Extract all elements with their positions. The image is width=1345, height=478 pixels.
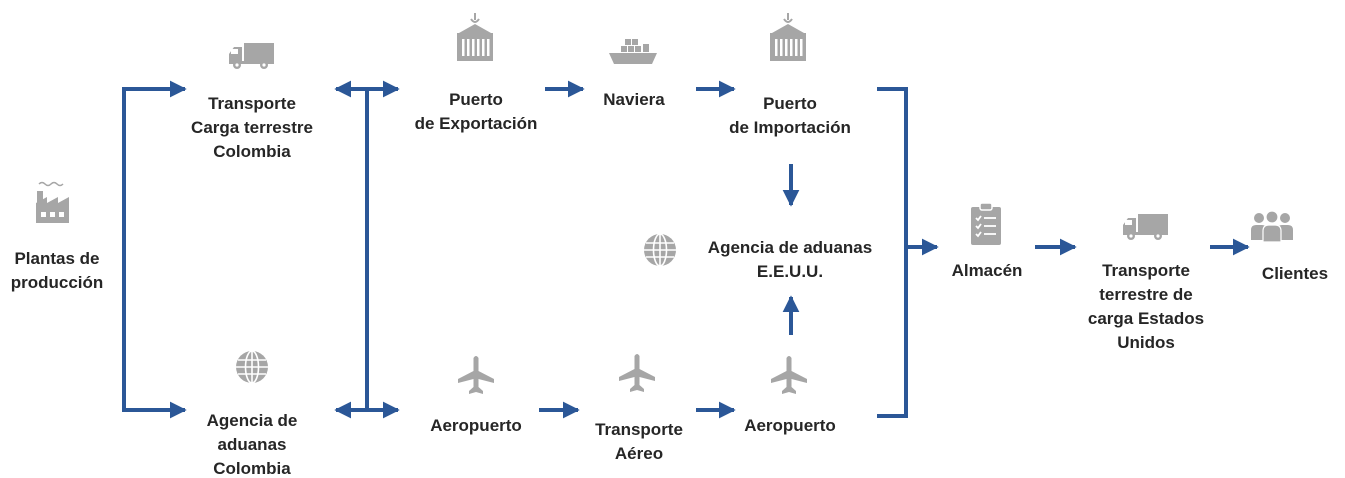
airplane-icon xyxy=(458,356,494,394)
connector-plants-to-transporte xyxy=(122,80,187,250)
label-line: terrestre de xyxy=(1099,285,1193,304)
node-aeropuerto-origen-label: Aeropuerto xyxy=(430,414,522,438)
label-line: Colombia xyxy=(213,459,291,478)
airplane-icon xyxy=(771,356,807,394)
node-almacen-label: Almacén xyxy=(952,259,1023,283)
label-line: Puerto xyxy=(763,94,817,113)
label-line: Plantas de xyxy=(14,249,100,268)
label-line: Naviera xyxy=(603,90,665,109)
label-line: Aéreo xyxy=(614,444,664,463)
label-line: Almacén xyxy=(951,261,1023,280)
factory-icon xyxy=(36,181,69,223)
label-line: Clientes xyxy=(1261,264,1329,283)
truck-icon xyxy=(229,43,274,69)
label-line: Transporte xyxy=(595,420,683,439)
label-line: Transporte xyxy=(208,94,296,113)
label-line: Colombia xyxy=(213,142,291,161)
clipboard-checklist-icon xyxy=(971,202,1001,245)
node-plantas-label: Plantas de producción xyxy=(11,247,104,295)
node-puerto-importacion-label: Puerto de Importación xyxy=(729,92,851,140)
node-aeropuerto-destino-label: Aeropuerto xyxy=(744,414,836,438)
label-line: Agencia de aduanas xyxy=(707,238,873,257)
label-line: Carga terrestre xyxy=(191,118,313,137)
node-clientes-label: Clientes xyxy=(1262,262,1328,286)
truck-icon xyxy=(1123,214,1168,240)
label-line: Puerto xyxy=(449,90,503,109)
label-line: Aeropuerto xyxy=(430,416,522,435)
node-puerto-exportacion-label: Puerto de Exportación xyxy=(415,88,538,136)
cargo-ship-icon xyxy=(609,39,657,64)
label-line: Transporte xyxy=(1102,261,1190,280)
label-line: E.E.U.U. xyxy=(756,262,824,281)
label-line: de Exportación xyxy=(414,114,538,133)
people-group-icon xyxy=(1251,210,1293,243)
label-line: Unidos xyxy=(1117,333,1175,352)
container-crane-icon xyxy=(457,13,493,61)
label-line: aduanas xyxy=(217,435,287,454)
airplane-icon xyxy=(619,354,655,392)
label-line: de Importación xyxy=(729,118,851,137)
connectors xyxy=(122,80,1250,419)
label-line: Aeropuerto xyxy=(744,416,836,435)
connector-right-bracket xyxy=(877,87,908,418)
label-line: Agencia de xyxy=(206,411,298,430)
globe-icon xyxy=(236,350,268,384)
container-crane-icon xyxy=(770,13,806,61)
label-line: producción xyxy=(10,273,104,292)
globe-icon xyxy=(644,233,676,267)
node-naviera-label: Naviera xyxy=(603,88,664,112)
connector-plants-to-agencia xyxy=(122,250,187,419)
label-line: carga Estados xyxy=(1087,309,1205,328)
